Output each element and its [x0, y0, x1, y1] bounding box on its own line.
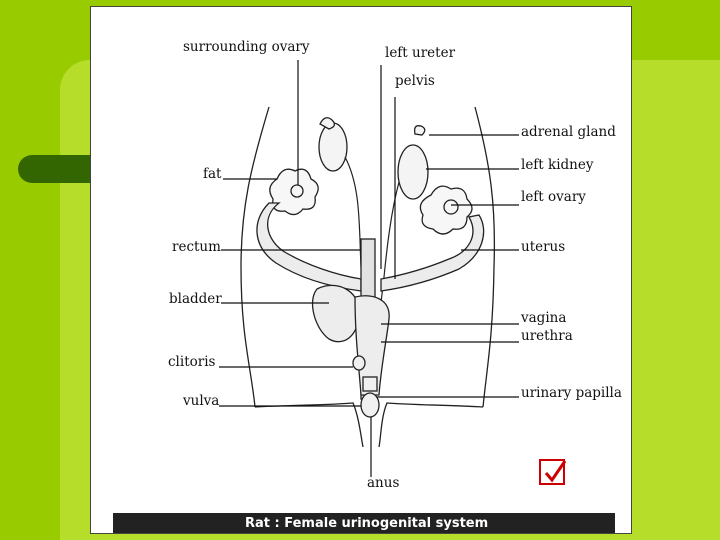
- urinary-papilla: [363, 377, 377, 391]
- body-outline-left: [241, 107, 269, 407]
- label-urinary-papilla: urinary papilla: [521, 387, 622, 401]
- label-vagina: vagina: [521, 312, 566, 326]
- left-kidney: [398, 145, 428, 199]
- label-pelvis: pelvis: [395, 75, 435, 89]
- label-rectum: rectum: [172, 241, 221, 255]
- label-surrounding-ovary: surrounding ovary: [183, 41, 310, 55]
- label-left-ovary: left ovary: [521, 191, 586, 205]
- leg-outline-right: [379, 403, 483, 447]
- label-fat: fat: [203, 168, 221, 182]
- label-anus: anus: [367, 477, 399, 491]
- left-adrenal-gland: [415, 126, 425, 135]
- label-bladder: bladder: [169, 293, 222, 307]
- rat-anatomy-drawing: [91, 7, 632, 534]
- clitoris: [353, 356, 365, 370]
- caption-text: Rat : Female urinogenital system: [245, 516, 488, 531]
- checkmark-icon: [541, 457, 569, 485]
- left-ovary: [444, 200, 458, 214]
- label-vulva: vulva: [183, 395, 219, 409]
- label-uterus: uterus: [521, 241, 565, 255]
- right-adrenal-gland: [320, 118, 334, 129]
- bladder: [313, 285, 359, 341]
- right-kidney: [319, 123, 347, 171]
- label-urethra: urethra: [521, 330, 573, 344]
- label-adrenal-gland: adrenal gland: [521, 126, 616, 140]
- leg-outline-left: [255, 403, 363, 447]
- right-uterine-horn: [257, 203, 361, 291]
- checkbox[interactable]: [539, 459, 565, 485]
- right-ovary: [291, 185, 303, 197]
- figure-caption: Rat : Female urinogenital system: [113, 513, 615, 533]
- label-clitoris: clitoris: [168, 356, 215, 370]
- anus-vulva-opening: [361, 393, 379, 417]
- diagram-figure: surrounding ovary left ureter pelvis adr…: [90, 6, 632, 534]
- label-left-ureter: left ureter: [385, 47, 455, 61]
- body-outline-right: [475, 107, 494, 407]
- label-left-kidney: left kidney: [521, 159, 593, 173]
